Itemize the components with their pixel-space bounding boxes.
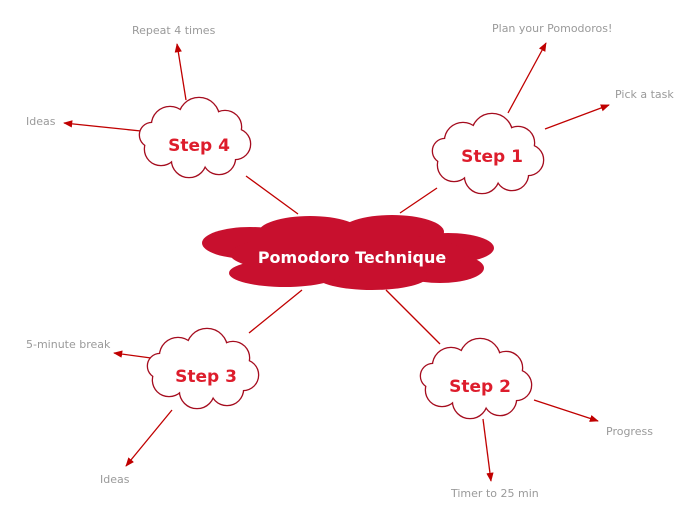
connector-center-step2 [385,289,441,345]
branch-label-repeat: Repeat 4 times [132,24,216,37]
step1-label: Step 1 [461,147,523,167]
step3-label: Step 3 [175,367,237,387]
branch-label-ideas-step4: Ideas [26,115,56,128]
step4-cloud[interactable]: Step 4 [138,96,252,179]
center-cloud[interactable]: Pomodoro Technique [202,215,494,290]
arrow-step3-break [113,350,152,359]
arrow-step1-plan [507,42,547,114]
branch-label-ideas-step3: Ideas [100,473,130,486]
connector-center-step4 [245,175,299,215]
arrow-step2-progress [533,399,599,422]
center-title: Pomodoro Technique [258,248,447,267]
arrow-step2-timer [482,418,494,482]
arrow-step1-pick [544,104,610,130]
step4-label: Step 4 [168,136,230,156]
branch-label-progress: Progress [606,425,653,438]
step3-cloud[interactable]: Step 3 [146,327,260,410]
step1-cloud[interactable]: Step 1 [431,112,545,195]
arrow-step3-ideas [125,409,173,467]
arrow-step4-ideas [63,120,142,132]
arrow-step4-repeat [174,43,187,101]
branch-label-timer: Timer to 25 min [450,487,539,500]
connector-center-step1 [399,187,438,214]
branch-label-pick-task: Pick a task [615,88,674,101]
branch-label-break: 5-minute break [26,338,111,351]
step2-label: Step 2 [449,377,511,397]
step2-cloud[interactable]: Step 2 [419,337,533,420]
connector-center-step3 [248,289,303,334]
branch-label-plan: Plan your Pomodoros! [492,22,612,35]
